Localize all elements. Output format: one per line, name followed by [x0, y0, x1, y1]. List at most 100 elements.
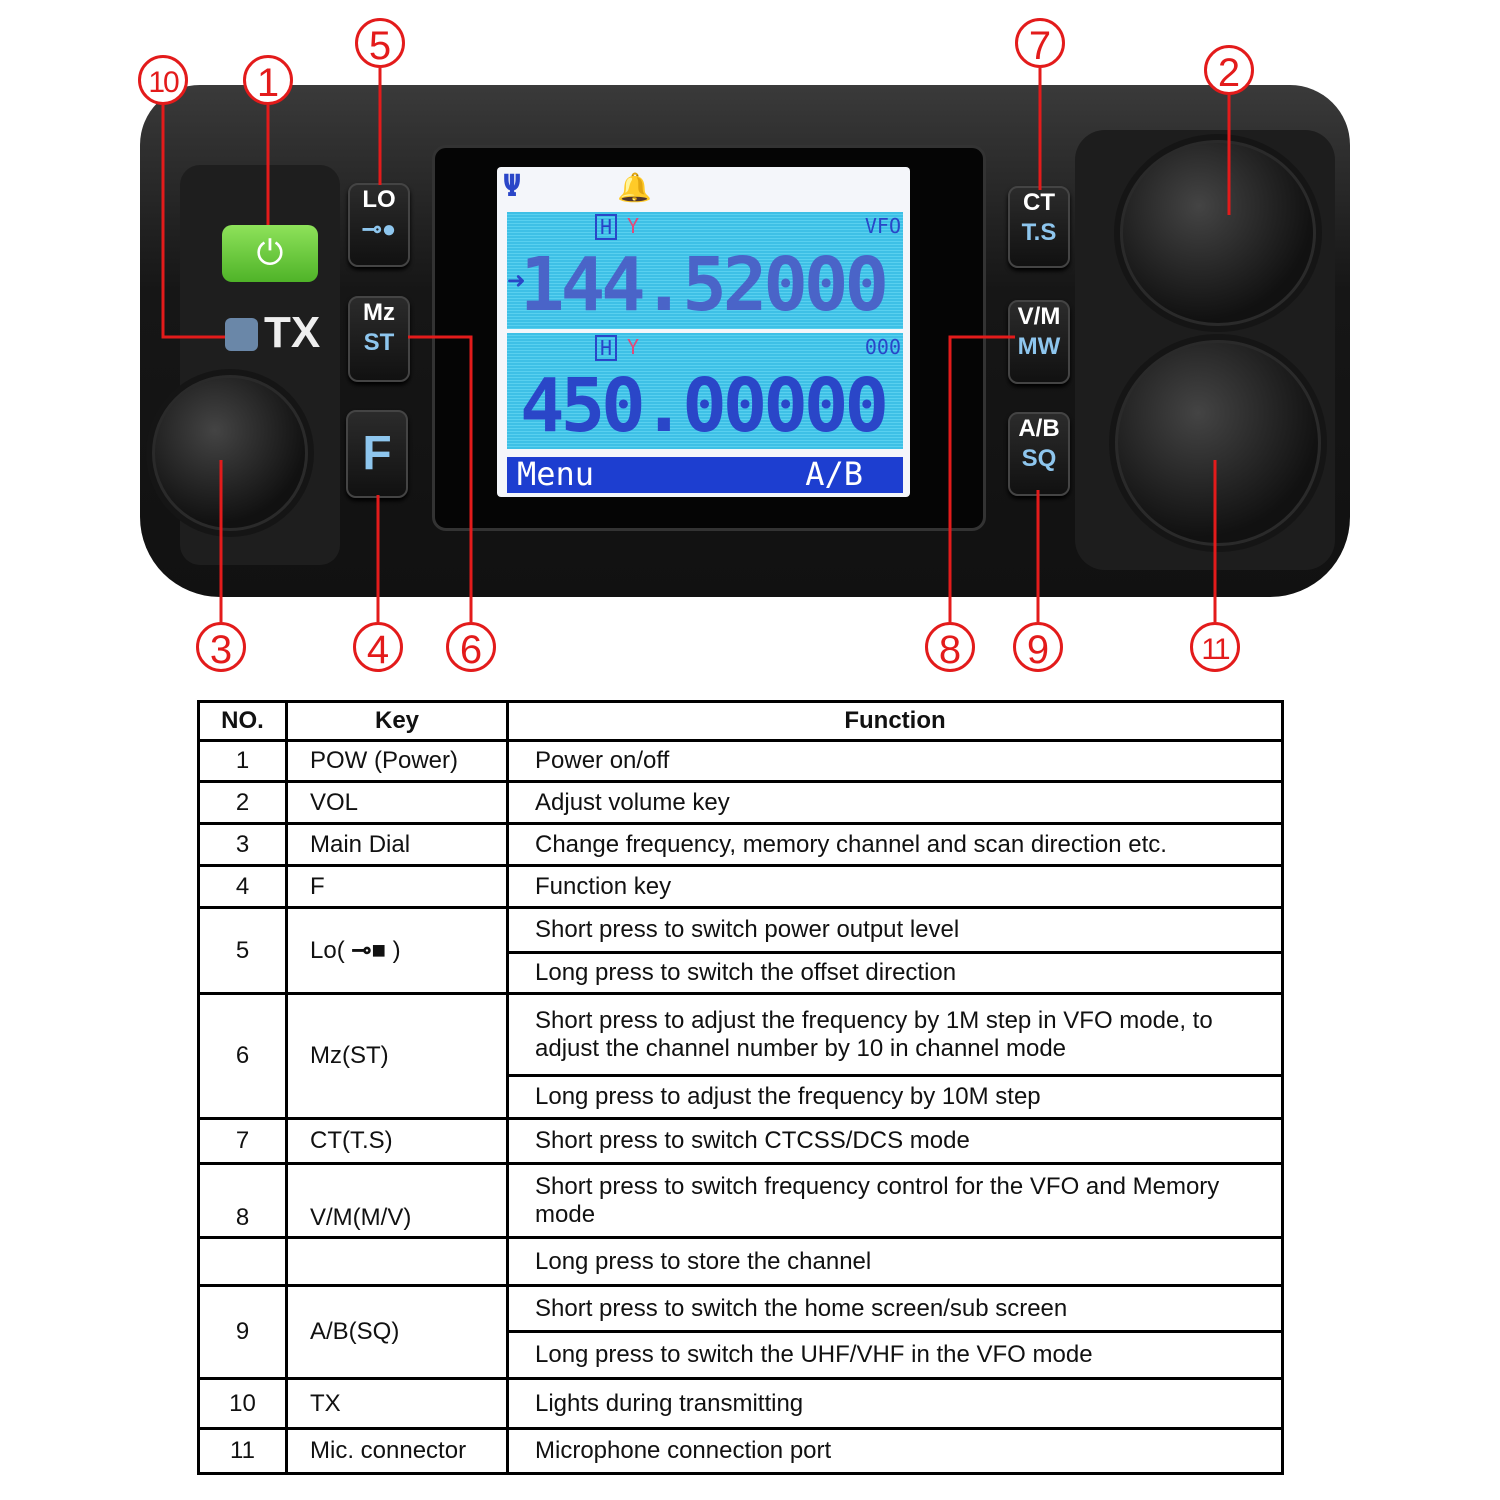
- row-key: Lo( ⊸■ ): [285, 906, 509, 995]
- volume-knob[interactable]: [1120, 140, 1316, 326]
- ct-label: CT: [1023, 189, 1055, 216]
- table-row: Long press to adjust the frequency by 10…: [199, 1074, 1284, 1120]
- callout-1: 1: [243, 55, 293, 105]
- header-key: Key: [285, 700, 509, 742]
- header-function: Function: [506, 700, 1284, 742]
- table-row: Long press to store the channel: [197, 1236, 1284, 1287]
- mode-a: VFO: [864, 214, 901, 238]
- row-function: Power on/off: [506, 739, 1284, 783]
- row-no: 7: [197, 1117, 288, 1165]
- bell-icon: 🔔: [617, 171, 652, 204]
- key-suffix: ): [392, 937, 401, 964]
- row-no: 10: [197, 1377, 288, 1430]
- row-key: V/M(M/V): [285, 1162, 509, 1239]
- table-row: Long press to switch the offset directio…: [199, 951, 1284, 995]
- callout-8: 8: [925, 622, 975, 672]
- row-function: Short press to switch CTCSS/DCS mode: [506, 1117, 1284, 1165]
- power-button[interactable]: ⏻: [222, 225, 318, 282]
- lcd-screen: Ψ 🔔 H Y VFO ➜ 144.52000 H Y 000 450.0000…: [497, 167, 910, 497]
- ab-sq-key[interactable]: A/B SQ: [1008, 412, 1070, 496]
- f-key[interactable]: F: [346, 410, 408, 498]
- header-no: NO.: [197, 700, 288, 742]
- row-no: 6: [197, 992, 288, 1120]
- row-key: F: [285, 864, 509, 909]
- row-no: 11: [197, 1427, 288, 1475]
- tx-led: [225, 318, 258, 351]
- key-icon: ⊸■: [351, 937, 386, 964]
- softkey-menu[interactable]: Menu: [517, 455, 595, 493]
- row-no: 1: [197, 739, 288, 783]
- row-function: Function key: [506, 864, 1284, 909]
- callout-3: 3: [196, 622, 246, 672]
- callout-line-6: [408, 335, 473, 622]
- signal-b-icon: Y: [627, 335, 640, 359]
- table-row: Long press to switch the UHF/VHF in the …: [199, 1330, 1284, 1380]
- power-icon: ⏻: [256, 234, 284, 272]
- callout-7: 7: [1015, 18, 1065, 68]
- row-function: Long press to switch the offset directio…: [506, 951, 1284, 995]
- callout-4: 4: [353, 622, 403, 672]
- empty-cell: [197, 1236, 288, 1287]
- row-no: 5: [197, 906, 288, 995]
- row-no: 8: [197, 1162, 288, 1239]
- power-a-indicator: H: [595, 214, 618, 240]
- row-no: 2: [197, 780, 288, 825]
- row-key: Mz(ST): [285, 992, 509, 1120]
- row-function: Lights during transmitting: [506, 1377, 1284, 1430]
- softkey-bar: Menu A/B: [507, 455, 903, 493]
- vfo-a-band: H Y VFO ➜ 144.52000: [507, 212, 903, 329]
- row-function: Adjust volume key: [506, 780, 1284, 825]
- table-header: NO. Key Function: [197, 700, 1284, 742]
- row-key: VOL: [285, 780, 509, 825]
- lo-key[interactable]: LO ⊸●: [348, 183, 410, 267]
- mic-connector[interactable]: [1115, 340, 1321, 546]
- channel-b: 000: [864, 335, 901, 359]
- row-key: Main Dial: [285, 822, 509, 867]
- softkey-ab[interactable]: A/B: [805, 455, 863, 493]
- row-no: 3: [197, 822, 288, 867]
- lo-label: LO: [362, 186, 396, 213]
- row-function: Long press to adjust the frequency by 10…: [506, 1074, 1284, 1120]
- row-key: CT(T.S): [285, 1117, 509, 1165]
- key-icon: ⊸●: [361, 216, 397, 243]
- antenna-signal-icon: Ψ: [503, 169, 522, 204]
- freq-b: 450.00000: [520, 363, 889, 449]
- row-key: Mic. connector: [285, 1427, 509, 1475]
- arrow-right-icon: ➜: [507, 264, 526, 299]
- row-function: Short press to adjust the frequency by 1…: [506, 992, 1284, 1077]
- row-function: Long press to switch the UHF/VHF in the …: [506, 1330, 1284, 1380]
- sq-label: SQ: [1021, 445, 1057, 472]
- freq-a: 144.52000: [520, 242, 889, 328]
- signal-a-icon: Y: [627, 214, 640, 238]
- power-b-indicator: H: [595, 335, 618, 361]
- ts-label: T.S: [1021, 219, 1057, 246]
- mw-label: MW: [1017, 333, 1061, 360]
- callout-9: 9: [1013, 622, 1063, 672]
- row-function: Short press to switch the home screen/su…: [506, 1284, 1284, 1333]
- ct-ts-key[interactable]: CT T.S: [1008, 186, 1070, 268]
- callout-2: 2: [1204, 45, 1254, 95]
- row-function: Short press to switch power output level: [506, 906, 1284, 954]
- tx-label: TX: [264, 308, 321, 357]
- main-dial-knob[interactable]: [152, 375, 308, 531]
- ab-label: A/B: [1018, 415, 1060, 442]
- vfo-b-band: H Y 000 450.00000: [507, 333, 903, 449]
- callout-6: 6: [446, 622, 496, 672]
- row-no: 9: [197, 1284, 288, 1380]
- row-key: TX: [285, 1377, 509, 1430]
